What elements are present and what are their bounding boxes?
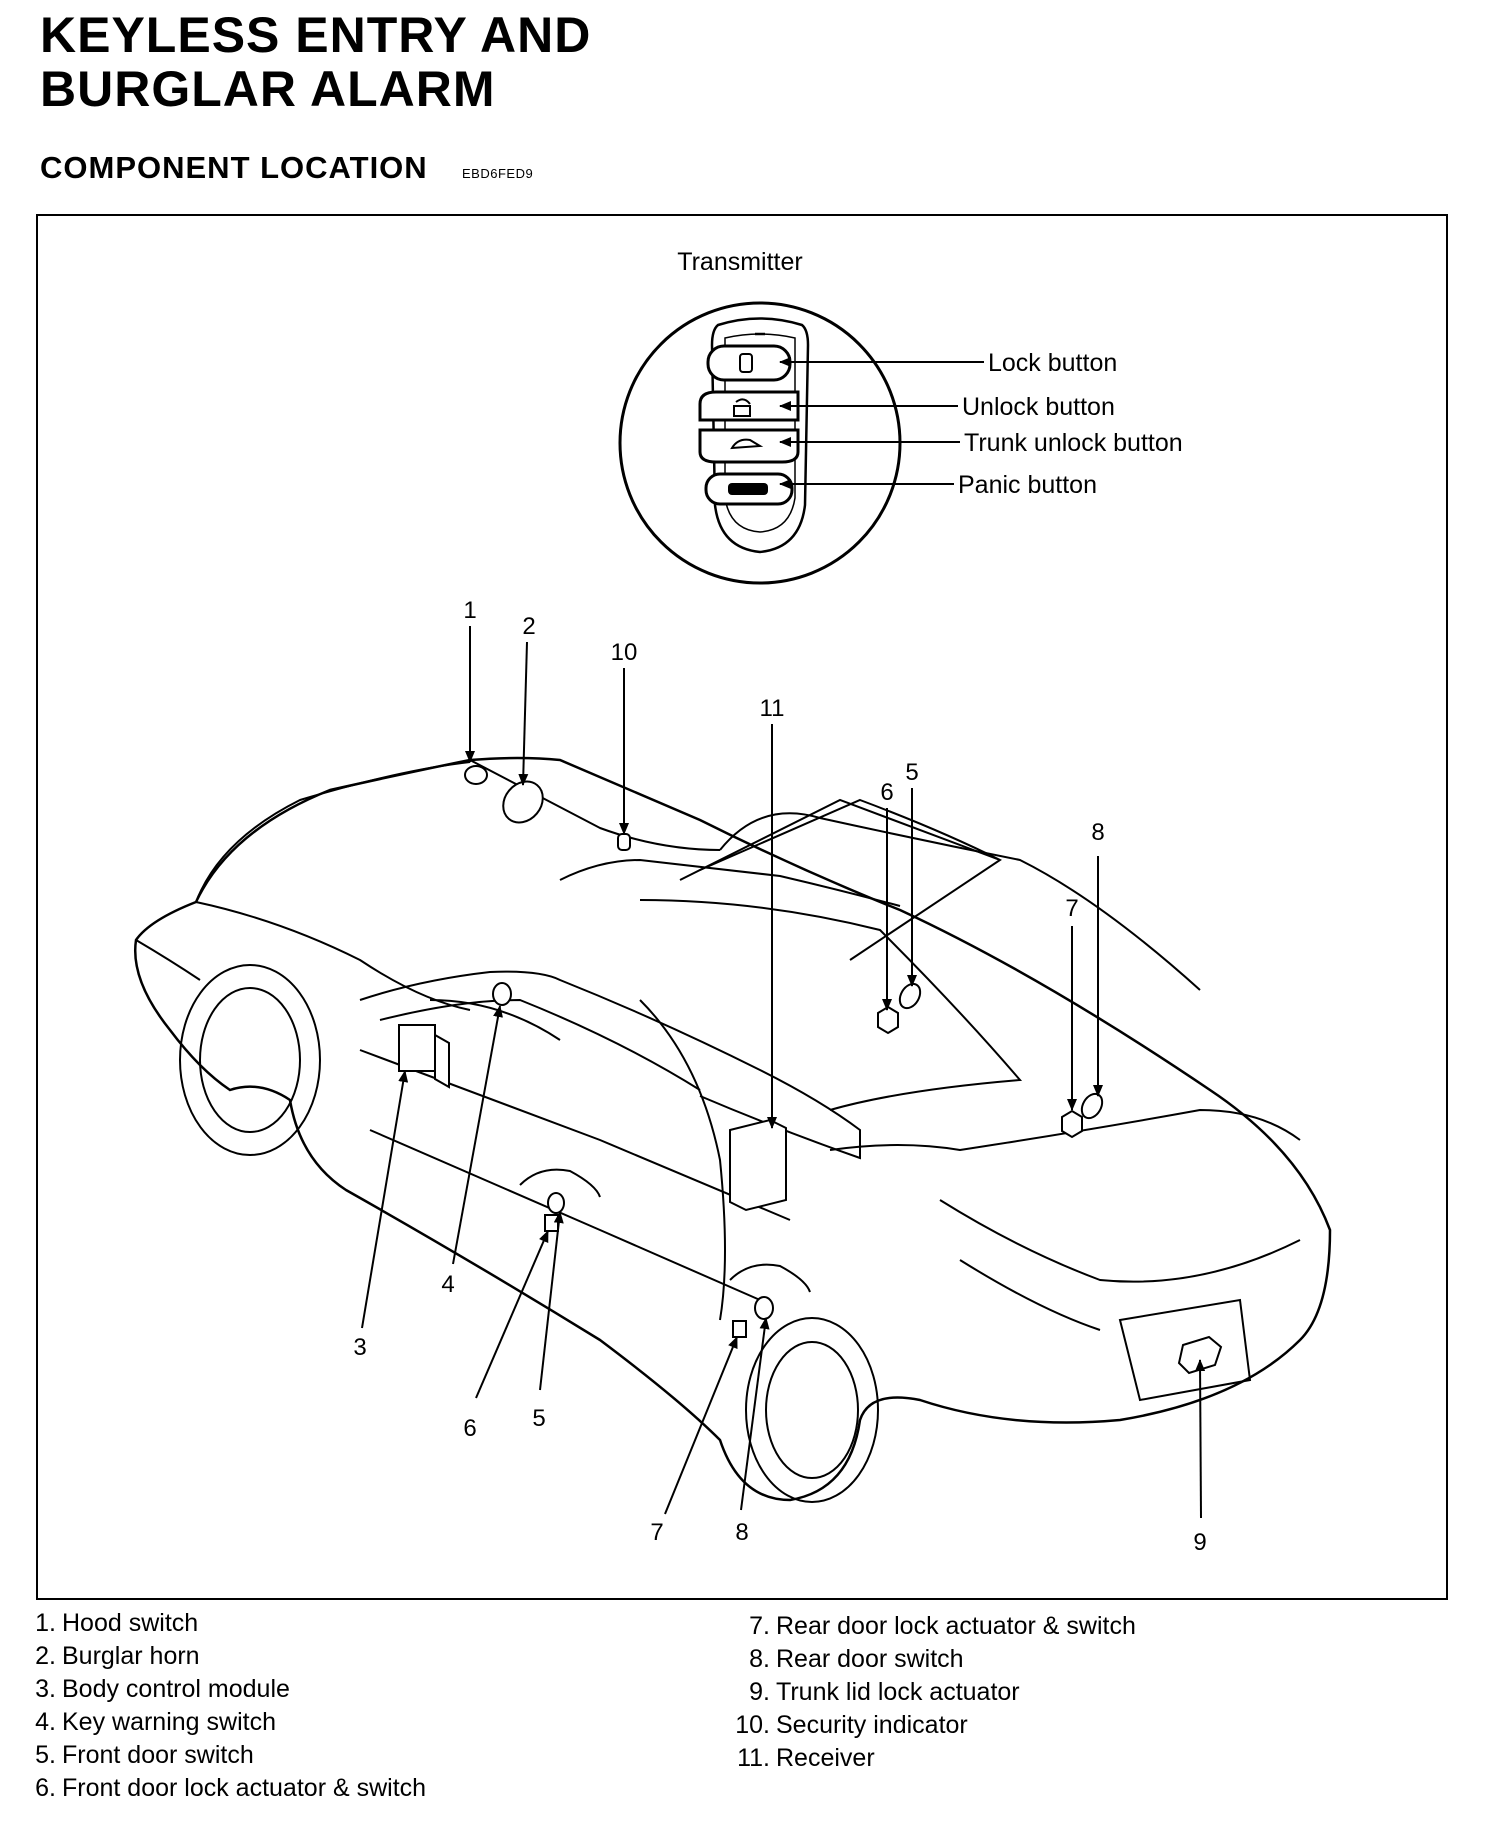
transmitter-title: Transmitter [677,248,802,276]
document-code: EBD6FED9 [462,166,534,181]
callout-4: 4 [441,1271,454,1298]
panic-button-shape [704,472,794,506]
title-line-2: BURGLAR ALARM [40,61,496,117]
callout-7-lower: 7 [650,1519,663,1546]
title-line-1: KEYLESS ENTRY AND [40,7,592,63]
legend-item: 3.Body control module [35,1675,290,1703]
trunk-button-shape [698,428,800,464]
legend-right-column: 7.Rear door lock actuator & switch 8.Rea… [724,1610,1136,1775]
unlock-button-label: Unlock button [962,393,1115,421]
component-glyphs [398,765,1223,1375]
legend-item: 5.Front door switch [35,1741,254,1769]
callout-8-lower: 8 [735,1519,748,1546]
unlock-button-shape [698,390,800,422]
component-location-diagram: Transmitter Lock button Unlock button Tr… [134,248,1332,1556]
callout-9: 9 [1193,1529,1206,1556]
transmitter-leaders [779,357,984,489]
callout-2: 2 [522,613,535,640]
page-title: KEYLESS ENTRY AND BURGLAR ALARM [40,8,591,116]
legend-item: 10.Security indicator [735,1711,968,1739]
callout-5-upper: 5 [905,759,918,786]
legend-item: 1.Hood switch [35,1609,199,1637]
lock-button-label: Lock button [988,349,1117,377]
legend-item: 2.Burglar horn [35,1642,200,1670]
key-fob [710,317,810,554]
callout-8-upper: 8 [1091,819,1104,846]
callout-1: 1 [463,597,476,624]
legend-item: 6.Front door lock actuator & switch [35,1774,427,1802]
callout-10: 10 [611,639,638,666]
legend-item: 9.Trunk lid lock actuator [749,1678,1020,1706]
callout-3: 3 [353,1334,366,1361]
diagram-frame [36,214,1448,1600]
callout-6-upper: 6 [880,779,893,806]
callout-5-lower: 5 [532,1405,545,1432]
callout-11: 11 [760,695,785,722]
callout-6-lower: 6 [463,1415,476,1442]
legend-item: 4.Key warning switch [35,1708,276,1736]
legend-item: 8.Rear door switch [749,1645,964,1673]
panic-button-label: Panic button [958,471,1097,499]
callout-leaders [361,626,1206,1519]
legend-item: 11.Receiver [737,1744,875,1772]
callout-7-upper: 7 [1065,895,1078,922]
section-heading: COMPONENT LOCATION [40,150,428,185]
callout-numbers: 1 2 10 11 5 6 8 7 3 4 6 5 7 8 9 [353,597,1206,1556]
legend-left-column: 1.Hood switch 2.Burglar horn 3.Body cont… [26,1607,426,1805]
legend-item: 7.Rear door lock actuator & switch [749,1612,1136,1640]
lock-button-shape [706,344,792,382]
trunk-unlock-button-label: Trunk unlock button [964,429,1183,457]
